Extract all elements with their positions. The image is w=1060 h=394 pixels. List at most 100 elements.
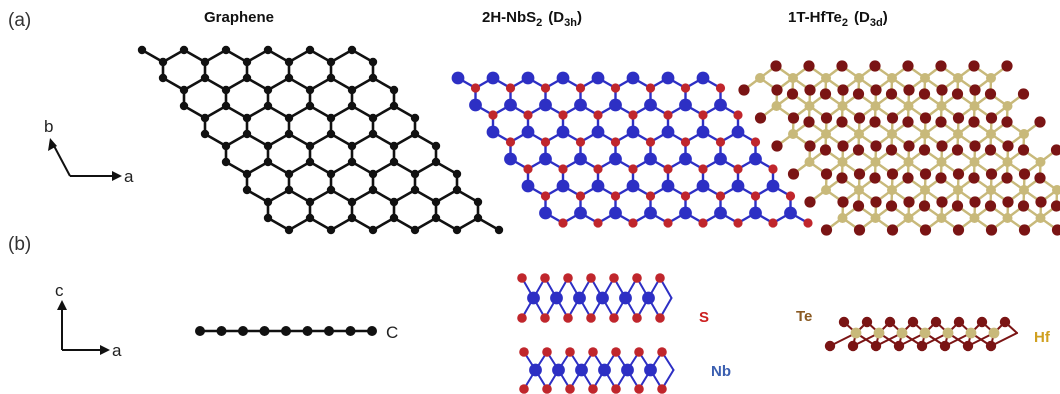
sulfur-atom bbox=[542, 384, 552, 394]
tellurium-atom bbox=[918, 144, 931, 156]
carbon-atom bbox=[494, 225, 504, 235]
nbs2-top-view bbox=[451, 71, 813, 228]
carbon-atom bbox=[242, 129, 252, 139]
carbon-atom bbox=[284, 129, 294, 139]
niobium-atom bbox=[619, 291, 632, 305]
sulfur-atom bbox=[519, 384, 529, 394]
niobium-atom bbox=[609, 152, 622, 166]
sulfur-atom bbox=[632, 273, 642, 283]
tellurium-atom bbox=[886, 224, 899, 236]
axis-indicator-ab: a b bbox=[44, 117, 134, 186]
sulfur-atom bbox=[768, 164, 778, 174]
tellurium-atom bbox=[1001, 116, 1013, 128]
sulfur-atom bbox=[663, 218, 673, 228]
tellurium-atom bbox=[787, 112, 800, 124]
carbon-atom bbox=[200, 57, 210, 67]
sulfur-atom bbox=[588, 347, 598, 357]
niobium-atom bbox=[596, 291, 609, 305]
sulfur-atom bbox=[470, 83, 481, 93]
tellurium-atom bbox=[951, 144, 964, 156]
a-axis-label-bottom: a bbox=[112, 341, 122, 360]
tellurium-atom bbox=[853, 168, 866, 180]
carbon-atom bbox=[368, 113, 378, 123]
hafnium-atom bbox=[837, 157, 848, 167]
carbon-atom bbox=[179, 45, 189, 55]
carbon-atom bbox=[347, 85, 357, 95]
sulfur-atom bbox=[505, 137, 516, 147]
niobium-atom bbox=[679, 206, 692, 220]
tellurium-atom bbox=[885, 144, 898, 156]
niobium-atom bbox=[598, 363, 611, 377]
hfte2-top-view bbox=[738, 60, 1060, 236]
tellurium-atom bbox=[936, 140, 948, 152]
carbon-atom bbox=[452, 169, 462, 179]
hafnium-atom bbox=[920, 73, 930, 83]
hafnium-atom bbox=[953, 129, 963, 139]
sulfur-atom bbox=[733, 164, 743, 174]
tellurium-atom bbox=[999, 316, 1011, 328]
niobium-atom bbox=[626, 71, 640, 85]
carbon-atom bbox=[326, 57, 336, 67]
carbon-atom bbox=[326, 113, 336, 123]
hafnium-atom bbox=[788, 73, 798, 83]
hafnium-atom bbox=[942, 327, 954, 339]
hafnium-atom bbox=[788, 129, 798, 139]
sulfur-atom bbox=[645, 137, 656, 147]
carbon-atom bbox=[284, 185, 294, 195]
sulfur-atom bbox=[657, 347, 667, 357]
carbon-atom bbox=[221, 101, 231, 111]
carbon-atom bbox=[200, 129, 210, 139]
tellurium-atom bbox=[870, 196, 882, 208]
sulfur-atom bbox=[632, 313, 642, 323]
hafnium-atom bbox=[965, 327, 977, 339]
hafnium-atom bbox=[986, 185, 996, 195]
tellurium-atom bbox=[893, 340, 905, 352]
sulfur-atom bbox=[563, 313, 573, 323]
tellurium-atom bbox=[861, 316, 873, 328]
niobium-atom bbox=[539, 152, 552, 166]
tellurium-atom bbox=[824, 340, 836, 352]
carbon-atom bbox=[367, 326, 377, 336]
hafnium-atom bbox=[986, 73, 996, 83]
tellurium-atom bbox=[962, 340, 974, 352]
tellurium-atom bbox=[1050, 144, 1060, 156]
carbon-atom bbox=[259, 326, 270, 336]
tellurium-atom bbox=[935, 116, 947, 128]
niobium-atom bbox=[556, 71, 570, 85]
tellurium-atom bbox=[819, 144, 832, 156]
hafnium-atom bbox=[920, 185, 930, 195]
tellurium-atom bbox=[787, 168, 800, 180]
tellurium-atom bbox=[870, 340, 882, 352]
tellurium-atom bbox=[935, 172, 947, 184]
tellurium-atom bbox=[930, 316, 942, 328]
tellurium-atom bbox=[902, 172, 914, 184]
sulfur-atom bbox=[593, 110, 603, 120]
niobium-atom bbox=[539, 206, 552, 220]
niobium-atom bbox=[644, 98, 657, 112]
sulfur-atom bbox=[593, 164, 603, 174]
tellurium-atom bbox=[918, 88, 931, 100]
carbon-atom bbox=[347, 213, 357, 223]
hafnium-atom bbox=[936, 101, 947, 111]
tellurium-atom bbox=[1002, 196, 1014, 208]
axis-indicator-ac: a c bbox=[55, 281, 122, 360]
sulfur-atom bbox=[750, 137, 761, 147]
hafnium-atom bbox=[1052, 185, 1060, 195]
atom-label-niobium: Nb bbox=[711, 363, 731, 380]
hafnium-atom bbox=[821, 185, 831, 195]
carbon-atom bbox=[263, 85, 273, 95]
hafnium-atom bbox=[896, 327, 908, 339]
niobium-atom bbox=[591, 179, 605, 193]
c-axis-arrowhead bbox=[57, 300, 67, 310]
tellurium-atom bbox=[847, 340, 859, 352]
tellurium-atom bbox=[952, 168, 965, 180]
carbon-atom bbox=[345, 326, 356, 336]
carbon-atom bbox=[452, 225, 462, 235]
sulfur-atom bbox=[565, 384, 575, 394]
carbon-atom bbox=[389, 157, 399, 167]
sulfur-atom bbox=[609, 273, 619, 283]
sulfur-atom bbox=[655, 313, 665, 323]
tellurium-atom bbox=[803, 60, 815, 72]
title-graphene: Graphene bbox=[204, 9, 274, 26]
carbon-atom bbox=[158, 57, 168, 67]
